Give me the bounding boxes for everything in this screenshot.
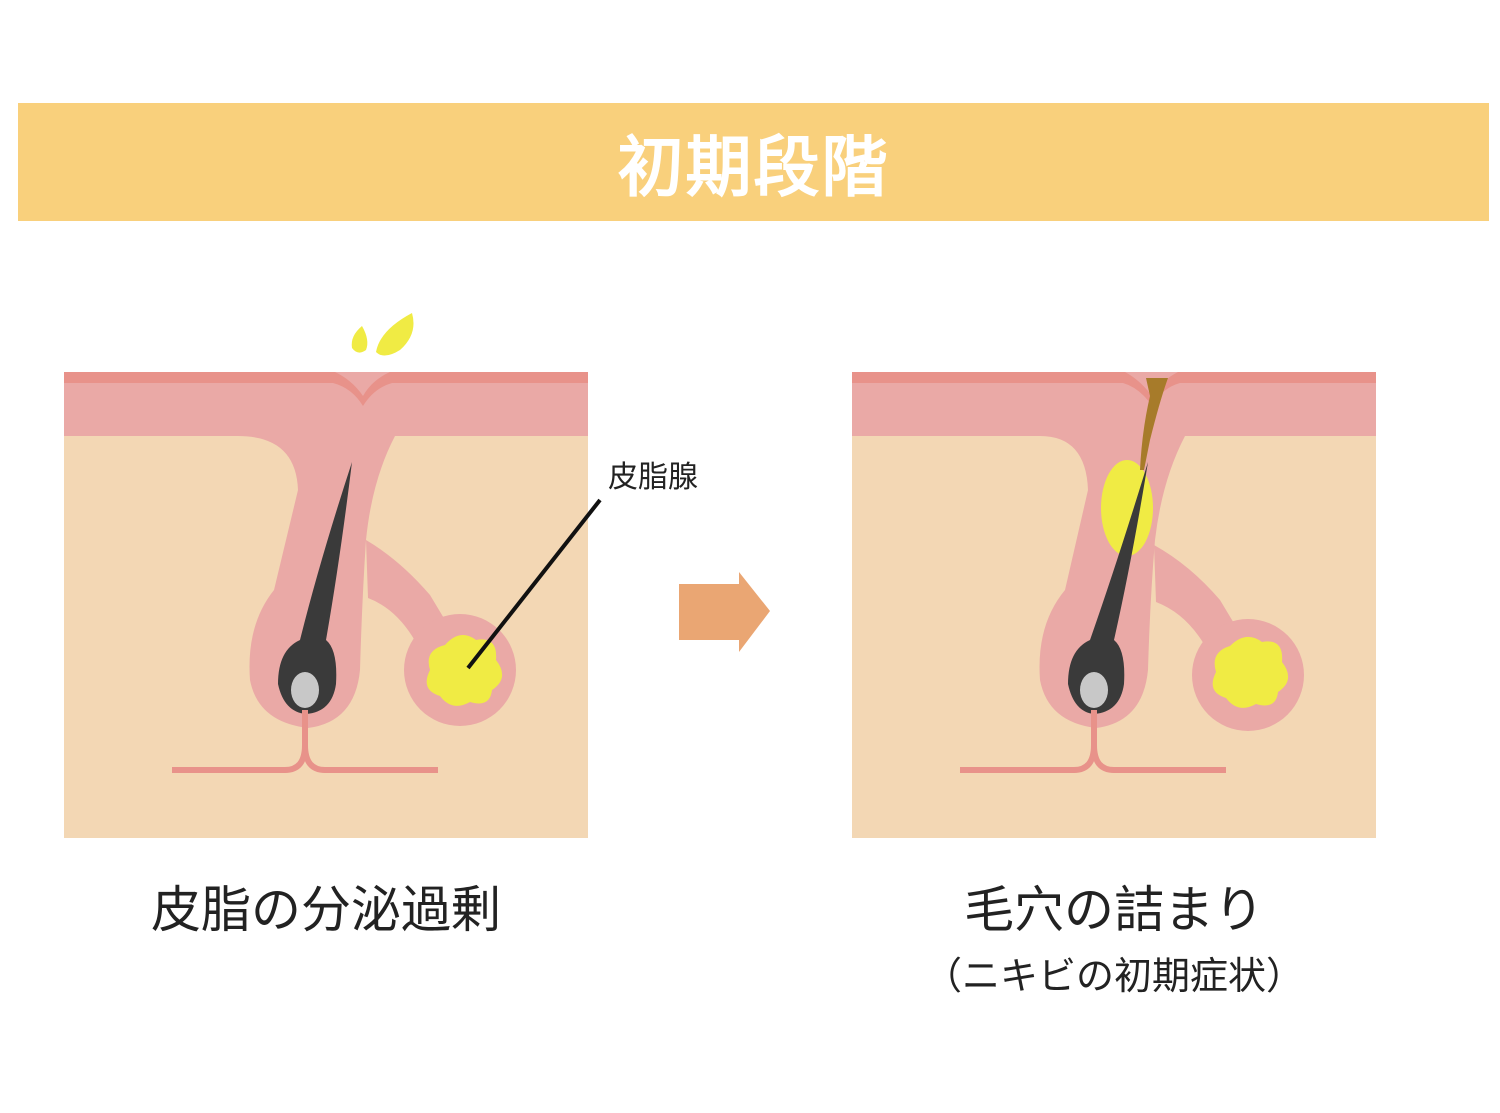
caption-sebum-overproduction: 皮脂の分泌過剰 <box>151 881 501 939</box>
gland-leader-line <box>466 498 602 670</box>
caption-acne-initial-symptom: （ニキビの初期症状） <box>923 954 1304 998</box>
stage-banner: 初期段階 <box>18 103 1489 221</box>
epidermis-top-line <box>64 372 588 406</box>
panel-pore-clogging <box>852 372 1376 838</box>
sebum-droplet-2 <box>376 313 414 356</box>
nerve-line <box>172 710 438 773</box>
caption-pore-clogging: 毛穴の詰まり <box>964 881 1264 939</box>
sebum-blob <box>1212 636 1289 708</box>
panel-sebum-overproduction <box>64 313 602 838</box>
nerve-line <box>960 710 1226 773</box>
hair-shaft <box>1068 462 1148 714</box>
sebum-blob <box>426 635 503 706</box>
progress-arrow <box>679 572 770 652</box>
hair-shaft <box>278 462 352 714</box>
gland-duct <box>366 540 445 650</box>
stage-title: 初期段階 <box>617 129 890 206</box>
sebaceous-gland-label: 皮脂腺 <box>608 460 698 495</box>
epidermis-top-line <box>852 372 1376 406</box>
gland-duct <box>1154 545 1235 655</box>
clogged-sebum <box>1101 460 1153 556</box>
dermal-papilla <box>291 672 319 708</box>
dermal-papilla <box>1080 672 1108 708</box>
keratin-plug <box>1140 378 1168 470</box>
sebum-droplet-1 <box>351 326 368 353</box>
